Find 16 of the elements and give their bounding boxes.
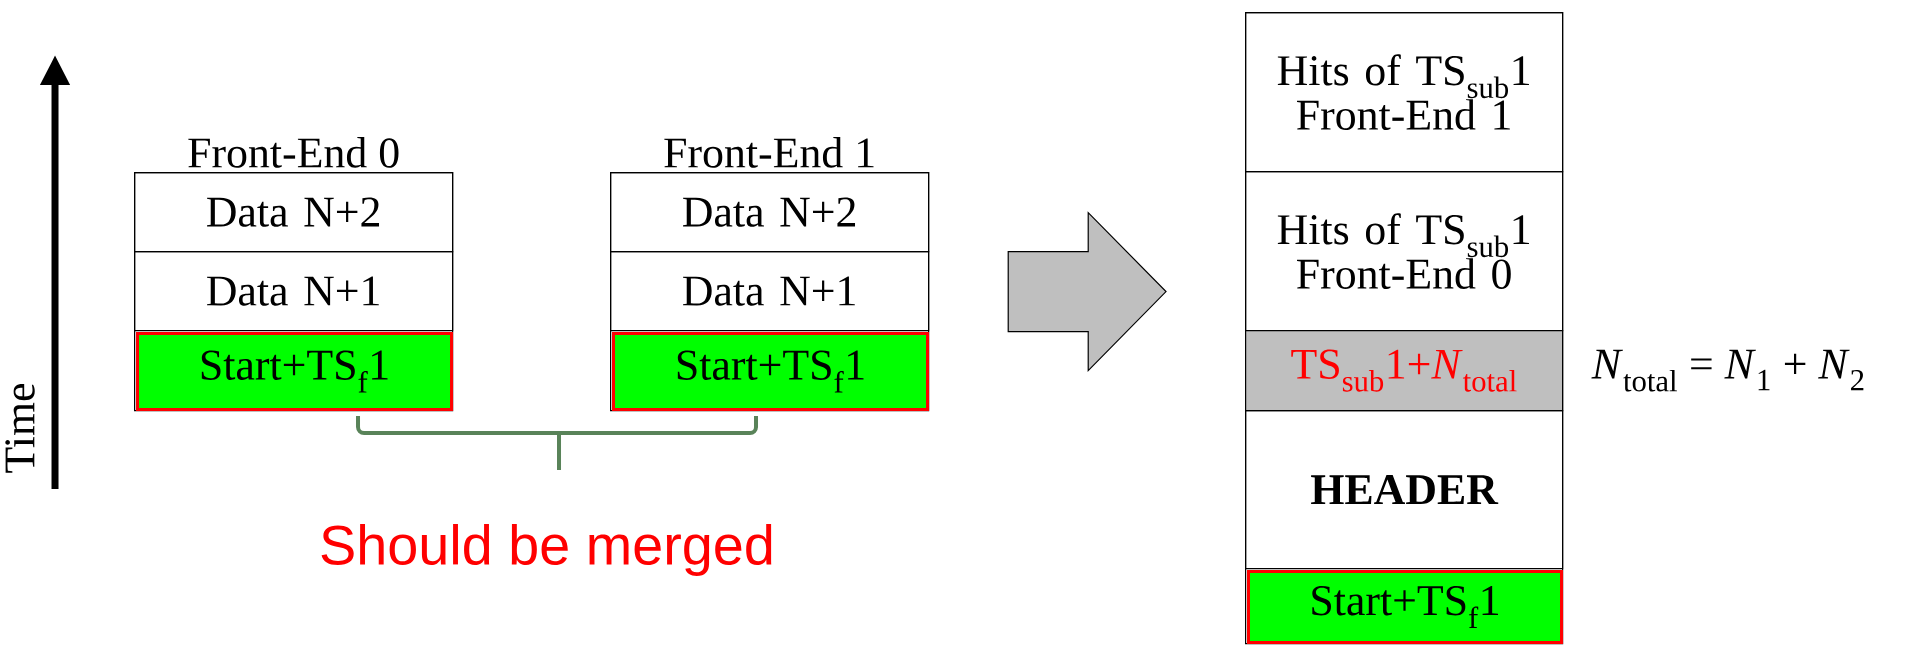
start-row: Start+TS$_{f}$1 (136, 332, 453, 411)
count-row: TS$_{sub}$1+N$_{total}$ (1245, 330, 1564, 412)
node-label: Front-End 0 (188, 136, 399, 168)
data-row: Data N+2 (134, 172, 454, 253)
axis-label: Time (5, 384, 35, 473)
data-row: Data N+2 (610, 172, 930, 253)
data-row: Hits of TS$_{sub}$1 Front-End 1 (1245, 12, 1564, 173)
start-row: Start+TS$_{f}$1 (612, 332, 929, 411)
equation: N$_{total}$ = N$_{1}$ + N$_{2}$ (1591, 349, 1864, 392)
start-row: Start+TS$_{f}$1 (1247, 570, 1563, 644)
data-row: Data N+1 (610, 251, 930, 332)
header-row: HEADER (1245, 410, 1564, 570)
note-text: Should be merged (321, 524, 772, 576)
block-arrow (1007, 211, 1167, 373)
node-label: Front-End 1 (664, 136, 874, 168)
data-row: Data N+1 (134, 251, 454, 332)
